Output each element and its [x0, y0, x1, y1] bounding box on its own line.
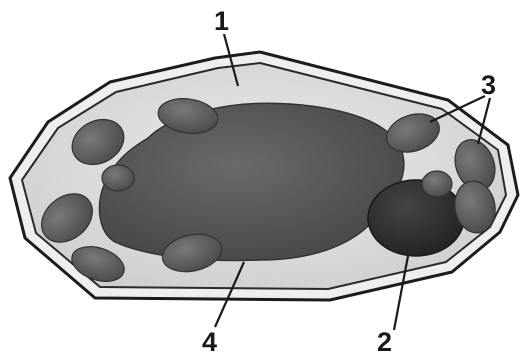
callout-label-1: 1 — [214, 6, 229, 36]
callout-label-2: 2 — [377, 327, 392, 355]
callout-label-3: 3 — [481, 70, 496, 100]
callout-label-4: 4 — [202, 327, 217, 355]
chloroplast — [102, 165, 134, 191]
chloroplast — [422, 171, 452, 197]
